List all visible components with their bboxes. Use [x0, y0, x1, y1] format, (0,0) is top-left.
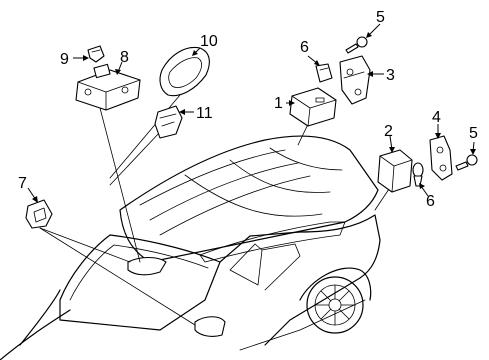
callout-4: 4: [432, 109, 441, 126]
callout-2: 2: [384, 123, 393, 140]
windshield-inner: [69, 244, 209, 301]
top-rib: [149, 162, 299, 221]
top-rib: [159, 175, 311, 236]
leader-lines: [39, 94, 396, 326]
part-1-control-unit: [289, 87, 337, 127]
sill: [239, 299, 366, 351]
part-6-retainer-bottom: [412, 162, 424, 187]
part-4-bracket: [429, 135, 453, 181]
callout-6-bottom: 6: [426, 193, 435, 210]
a-pillar: [19, 289, 61, 346]
part-7-clip: [25, 199, 53, 229]
callout-5-bottom: 5: [469, 125, 478, 142]
callout-5-top: 5: [376, 9, 385, 26]
callout-labels: 1 2 3 4 5 5 6 6 7 8 9 10 11: [18, 9, 478, 210]
callout-arrows: [27, 23, 476, 203]
part-8-sensor-module: [75, 63, 141, 111]
rear-window: [199, 221, 346, 263]
callout-7: 7: [18, 175, 27, 192]
spokes: [314, 284, 356, 326]
part-2-control-unit: [377, 149, 413, 193]
callout-6-top: 6: [300, 39, 309, 56]
top-rib: [229, 159, 331, 193]
leader-7b: [39, 227, 196, 326]
part-11-bracket: [154, 105, 183, 139]
top-rib: [269, 147, 343, 171]
soft-top: [119, 135, 379, 263]
side-mirror: [194, 316, 226, 337]
callout-3: 3: [386, 67, 395, 84]
leader-7a: [39, 227, 131, 263]
wheel: [306, 276, 364, 334]
callout-1: 1: [274, 95, 283, 112]
door-line: [261, 243, 301, 291]
callout-11: 11: [196, 105, 213, 122]
part-10-cover: [159, 46, 210, 97]
callout-9: 9: [60, 51, 69, 68]
callout-10: 10: [200, 33, 218, 50]
wheel-arch: [299, 267, 372, 301]
part-9-clip: [87, 45, 105, 63]
part-6-retainer-top: [315, 63, 333, 83]
leader-10: [109, 94, 181, 179]
hood-line: [0, 309, 71, 360]
side-body: [219, 214, 381, 346]
leader-8: [99, 107, 141, 263]
door-window: [229, 243, 263, 286]
mirror-mount: [127, 256, 167, 276]
convertible-car: [0, 135, 381, 360]
callout-8: 8: [120, 49, 129, 66]
top-rib: [184, 174, 323, 217]
part-5-bolt-top: [345, 36, 368, 54]
top-rib: [139, 149, 286, 206]
leader-11: [109, 131, 161, 186]
part-5-bolt-bottom: [455, 154, 478, 171]
part-3-bracket: [339, 55, 371, 105]
